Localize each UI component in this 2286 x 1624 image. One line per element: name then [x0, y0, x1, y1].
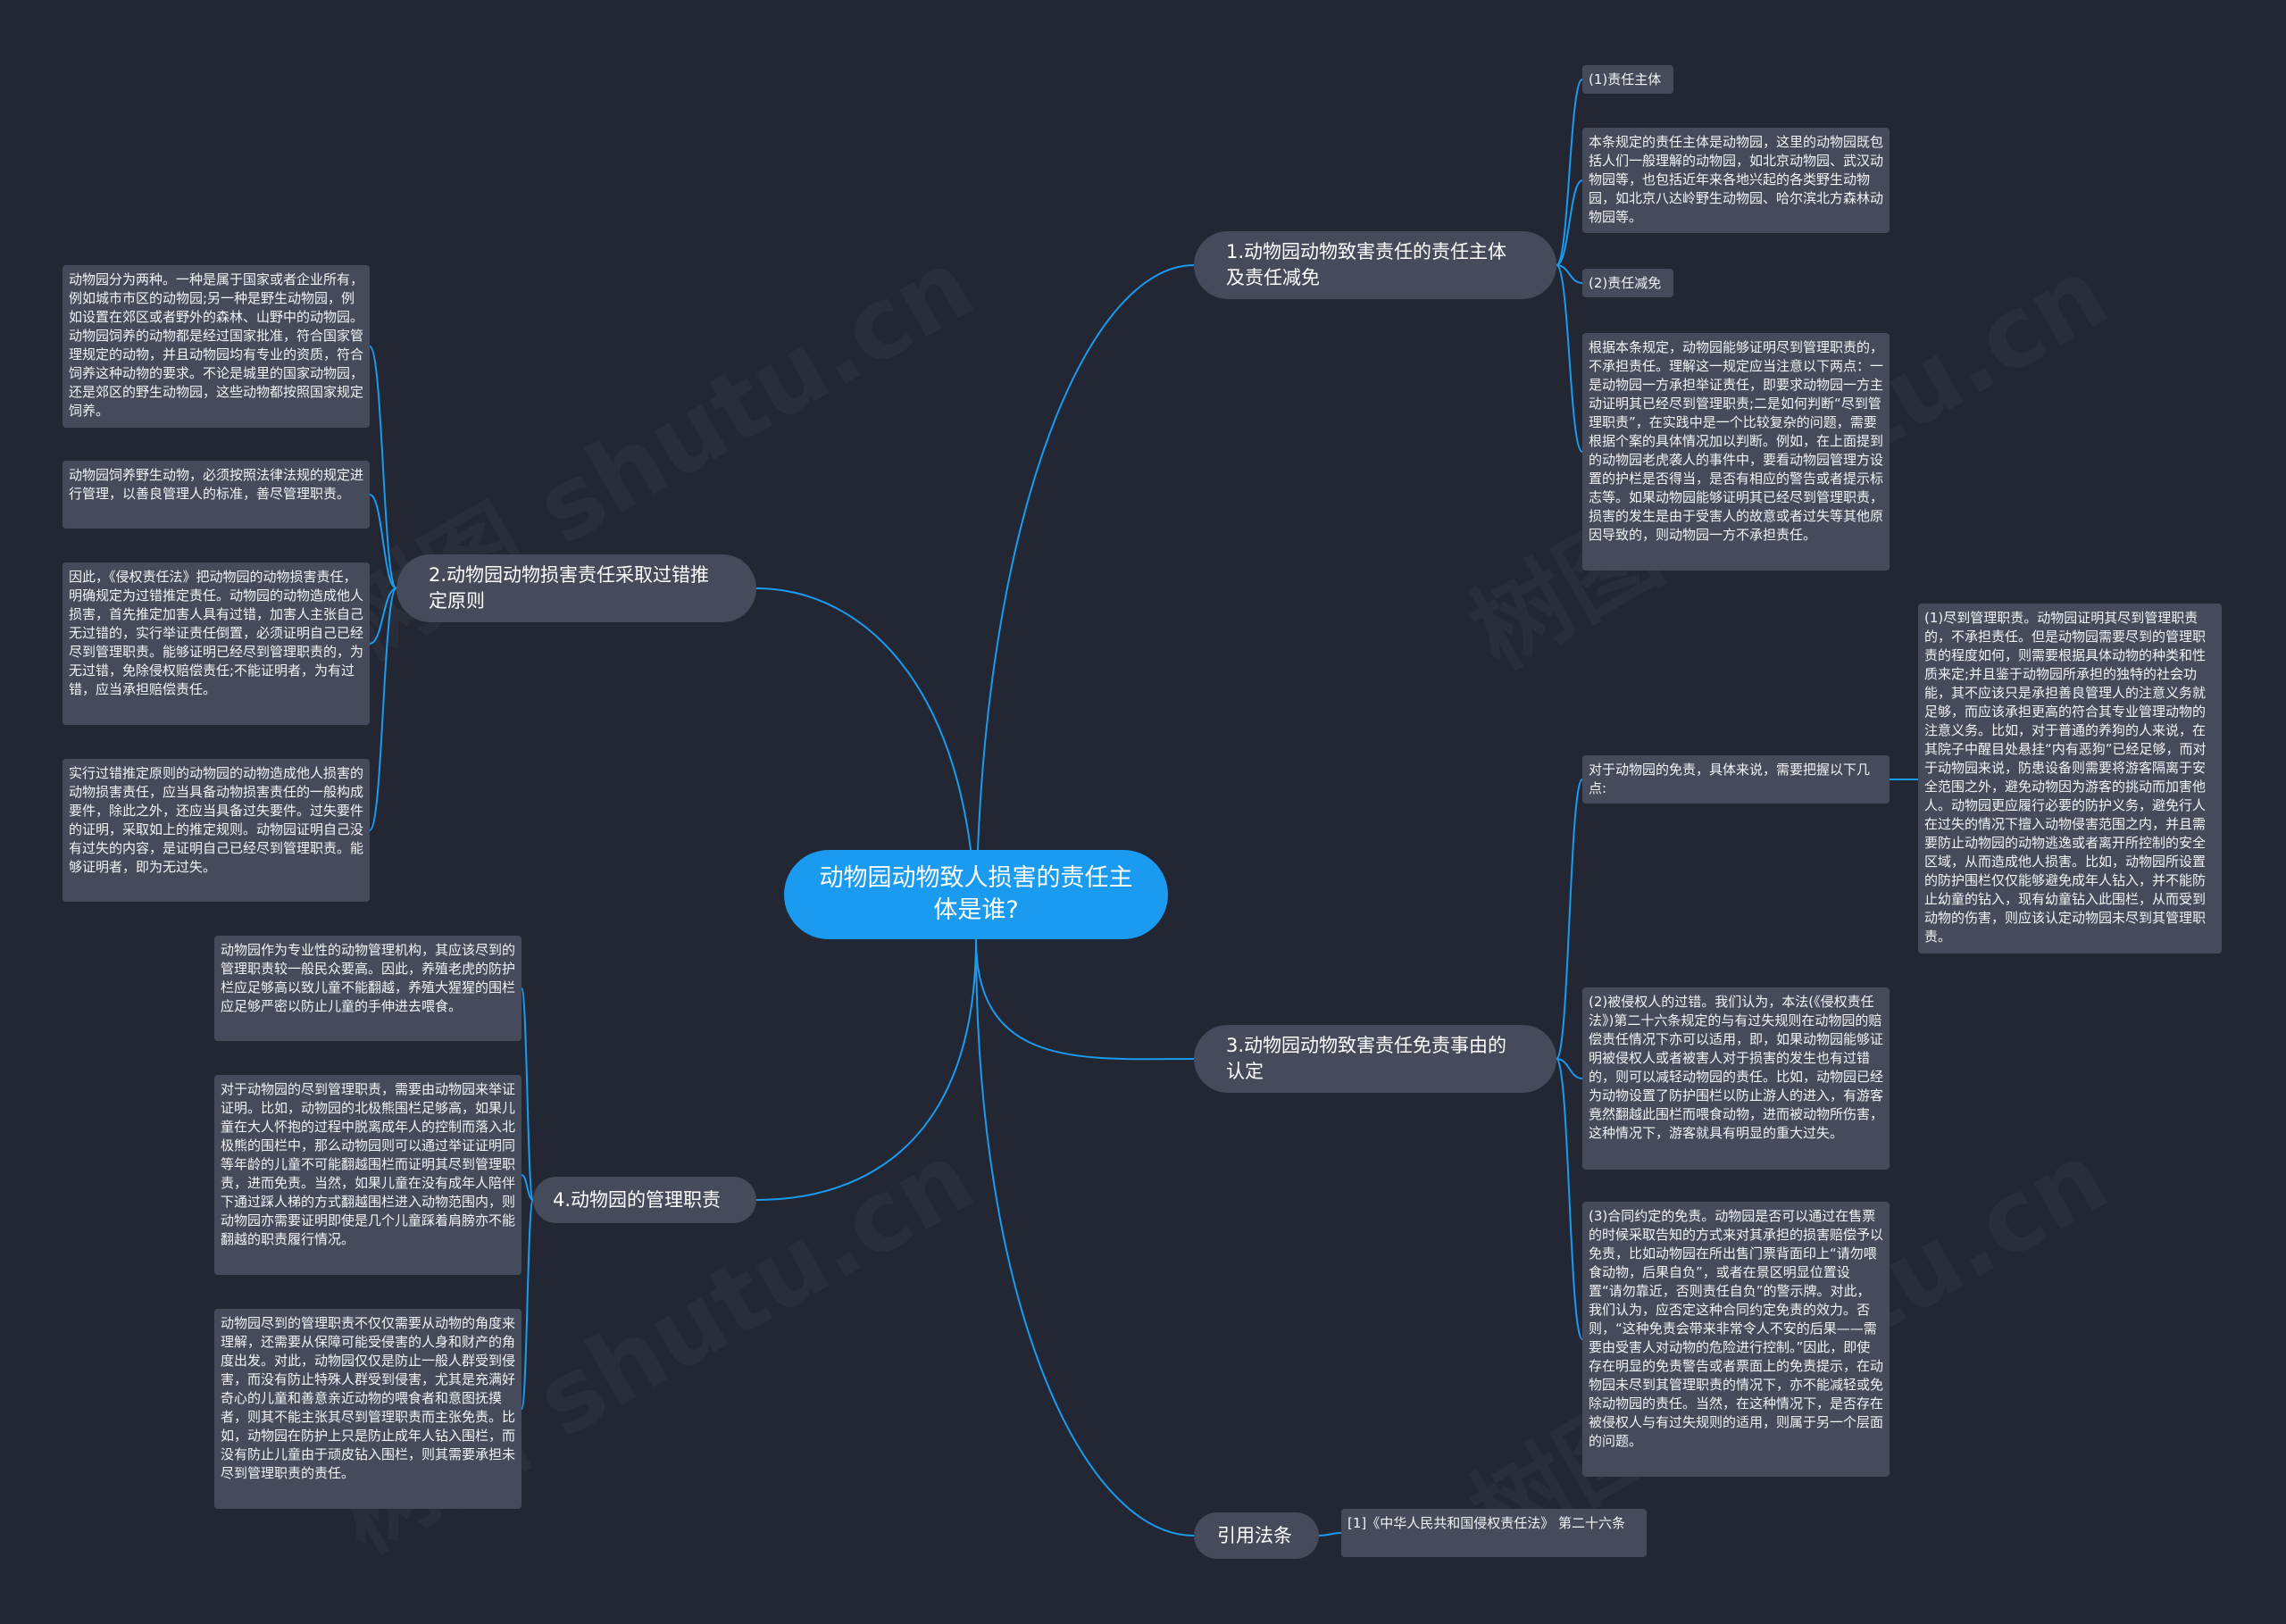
- root-branch-link: [755, 587, 977, 940]
- leaf-text: (2)被侵权人的过错。我们认为，本法(《侵权责任法》)第二十六条规定的与有过失规…: [1589, 994, 1884, 1141]
- root-topic[interactable]: 动物园动物致人损害的责任主体是谁?: [784, 850, 1168, 939]
- leaf-b3-intro[interactable]: 对于动物园的免责，具体来说，需要把握以下几点:: [1582, 755, 1890, 804]
- leaf-b2-management[interactable]: 动物园饲养野生动物，必须按照法律法规的规定进行管理，以善良管理人的标准，善尽管理…: [63, 461, 370, 529]
- leaf-text: 因此，《侵权责任法》把动物园的动物损害责任，明确规定为过错推定责任。动物园的动物…: [69, 569, 364, 697]
- link: [1318, 1532, 1342, 1537]
- leaf-text: 对于动物园的免责，具体来说，需要把握以下几点:: [1589, 762, 1871, 796]
- leaf-b3-contract-exemption[interactable]: (3)合同约定的免责。动物园是否可以通过在售票的时候采取告知的方式来对其承担的损…: [1582, 1202, 1890, 1477]
- link: [369, 587, 397, 645]
- leaf-b4-professional[interactable]: 动物园作为专业性的动物管理机构，其应该尽到的管理职责较一般民众要高。因此，养殖老…: [214, 936, 521, 1041]
- link: [1556, 264, 1583, 453]
- branch-2[interactable]: 2.动物园动物损害责任采取过错推定原则: [396, 554, 756, 622]
- root-branch-link: [975, 264, 1195, 940]
- leaf-b4-burden-of-proof[interactable]: 对于动物园的尽到管理职责，需要由动物园来举证证明。比如，动物园的北极熊围栏足够高…: [214, 1075, 521, 1275]
- link: [521, 987, 534, 1201]
- root-branch-link: [975, 938, 1195, 1537]
- leaf-text: [1]《中华人民共和国侵权责任法》 第二十六条: [1347, 1515, 1626, 1531]
- link: [1556, 179, 1583, 266]
- link: [521, 1174, 534, 1201]
- link: [1556, 1058, 1583, 1340]
- branch-5[interactable]: 引用法条: [1194, 1512, 1319, 1559]
- leaf-text: 动物园尽到的管理职责不仅仅需要从动物的角度来理解，还需要从保障可能受侵害的人身和…: [221, 1315, 516, 1481]
- branch-1-label: 1.动物园动物致害责任的责任主体及责任减免: [1226, 241, 1507, 288]
- leaf-text: 对于动物园的尽到管理职责，需要由动物园来举证证明。比如，动物园的北极熊围栏足够高…: [221, 1081, 516, 1247]
- leaf-b1-relief-detail[interactable]: 根据本条规定，动物园能够证明尽到管理职责的，不承担责任。理解这一规定应当注意以下…: [1582, 333, 1890, 570]
- leaf-text: 本条规定的责任主体是动物园，这里的动物园既包括人们一般理解的动物园，如北京动物园…: [1589, 134, 1884, 225]
- root-branch-link: [975, 938, 1195, 1061]
- link: [369, 587, 397, 831]
- leaf-text: 动物园作为专业性的动物管理机构，其应该尽到的管理职责较一般民众要高。因此，养殖老…: [221, 942, 516, 1014]
- branch-4-label: 4.动物园的管理职责: [553, 1188, 722, 1211]
- root-branch-link: [755, 938, 977, 1201]
- leaf-text: 根据本条规定，动物园能够证明尽到管理职责的，不承担责任。理解这一规定应当注意以下…: [1589, 339, 1884, 543]
- leaf-text: 动物园饲养野生动物，必须按照法律法规的规定进行管理，以善良管理人的标准，善尽管理…: [69, 467, 364, 502]
- leaf-text: 动物园分为两种。一种是属于国家或者企业所有，例如城市市区的动物园;另一种是野生动…: [69, 271, 364, 419]
- branch-4[interactable]: 4.动物园的管理职责: [533, 1177, 756, 1223]
- branch-5-label: 引用法条: [1217, 1524, 1292, 1546]
- link: [1556, 1058, 1583, 1079]
- link: [1556, 264, 1583, 284]
- leaf-text: (2)责任减免: [1589, 275, 1662, 291]
- leaf-b1-responsible-subject[interactable]: (1)责任主体: [1582, 65, 1673, 94]
- link: [1556, 779, 1583, 1060]
- root-topic-label: 动物园动物致人损害的责任主体是谁?: [819, 864, 1133, 924]
- leaf-text: 实行过错推定原则的动物园的动物造成他人损害的动物损害责任，应当具备动物损害责任的…: [69, 765, 364, 875]
- link: [369, 346, 397, 589]
- branch-3-label: 3.动物园动物致害责任免责事由的认定: [1226, 1035, 1507, 1082]
- link: [369, 494, 397, 589]
- branch-3[interactable]: 3.动物园动物致害责任免责事由的认定: [1194, 1025, 1556, 1093]
- leaf-b2-elements[interactable]: 实行过错推定原则的动物园的动物造成他人损害的动物损害责任，应当具备动物损害责任的…: [63, 759, 370, 902]
- leaf-b1-liability-relief[interactable]: (2)责任减免: [1582, 269, 1673, 297]
- leaf-text: (1)尽到管理职责。动物园证明其尽到管理职责的，不承担责任。但是动物园需要尽到的…: [1924, 610, 2207, 945]
- link: [521, 1199, 534, 1410]
- leaf-b2-fault-presumption[interactable]: 因此，《侵权责任法》把动物园的动物损害责任，明确规定为过错推定责任。动物园的动物…: [63, 562, 370, 725]
- leaf-b4-special-groups[interactable]: 动物园尽到的管理职责不仅仅需要从动物的角度来理解，还需要从保障可能受侵害的人身和…: [214, 1309, 521, 1509]
- branch-2-label: 2.动物园动物损害责任采取过错推定原则: [429, 564, 710, 612]
- leaf-b2-zoo-types[interactable]: 动物园分为两种。一种是属于国家或者企业所有，例如城市市区的动物园;另一种是野生动…: [63, 265, 370, 428]
- leaf-text: (3)合同约定的免责。动物园是否可以通过在售票的时候采取告知的方式来对其承担的损…: [1589, 1208, 1884, 1449]
- leaf-b1-subject-detail[interactable]: 本条规定的责任主体是动物园，这里的动物园既包括人们一般理解的动物园，如北京动物园…: [1582, 128, 1890, 233]
- leaf-b5-law-citation[interactable]: [1]《中华人民共和国侵权责任法》 第二十六条: [1341, 1509, 1647, 1557]
- leaf-text: (1)责任主体: [1589, 71, 1662, 87]
- leaf-b3-victim-fault[interactable]: (2)被侵权人的过错。我们认为，本法(《侵权责任法》)第二十六条规定的与有过失规…: [1582, 987, 1890, 1170]
- link: [1556, 79, 1583, 266]
- branch-1[interactable]: 1.动物园动物致害责任的责任主体及责任减免: [1194, 231, 1556, 299]
- leaf-b3-duty-fulfilled[interactable]: (1)尽到管理职责。动物园证明其尽到管理职责的，不承担责任。但是动物园需要尽到的…: [1918, 604, 2222, 954]
